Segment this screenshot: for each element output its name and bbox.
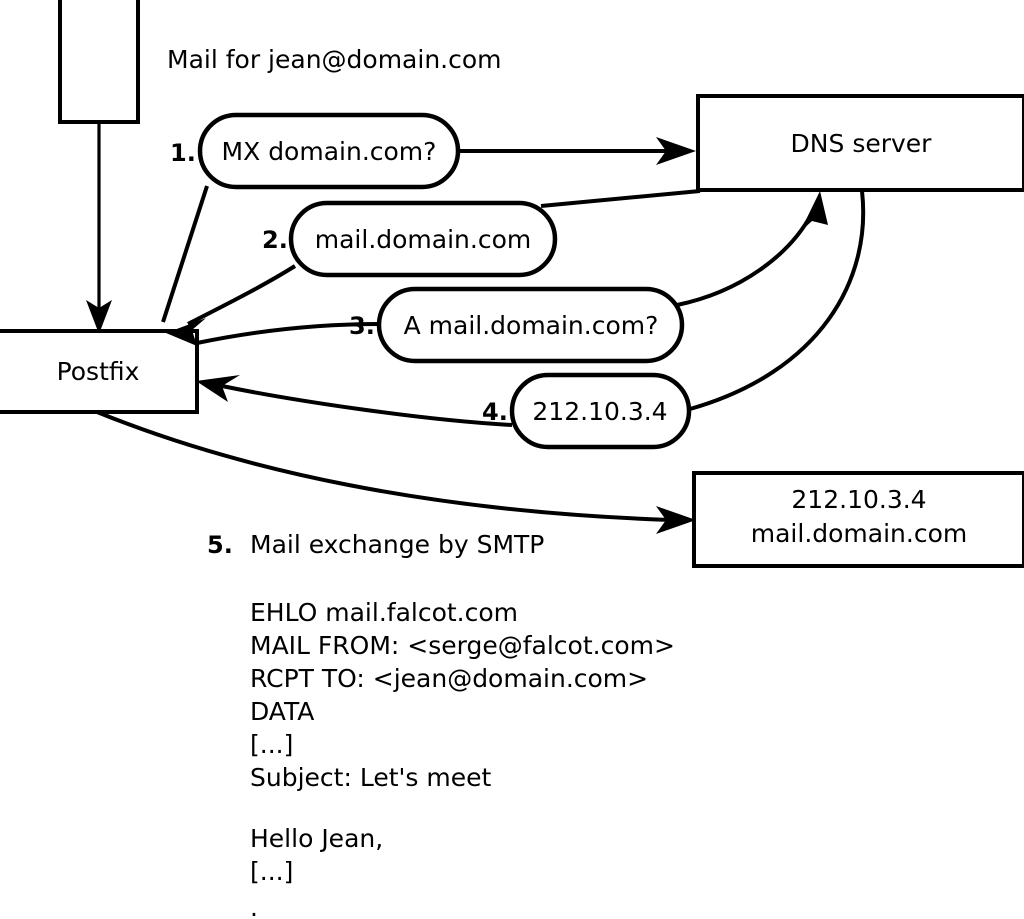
arrowhead-step3-to-dns — [800, 191, 828, 232]
destination-ip-label: 212.10.3.4 — [791, 485, 926, 514]
step-5-number: 5. — [207, 531, 233, 559]
edge-postfix-to-destination — [96, 410, 673, 522]
arrowhead-step2-to-postfix — [166, 318, 206, 346]
mail-for-caption: Mail for jean@domain.com — [167, 45, 502, 74]
edge-step4-to-postfix — [221, 384, 513, 427]
smtp-line-8: [...] — [250, 857, 293, 886]
step-4-bubble — [509, 372, 692, 450]
step-3-label: A mail.domain.com? — [404, 311, 659, 340]
smtp-line-2: RCPT TO: <jean@domain.com> — [250, 664, 648, 693]
destination-server-node — [692, 471, 1024, 568]
step-4-label: 212.10.3.4 — [532, 397, 667, 426]
dns-server-node — [696, 94, 1024, 192]
postfix-node — [0, 329, 199, 414]
postfix-node-label: Postfix — [57, 357, 140, 386]
smtp-line-3: DATA — [250, 697, 314, 726]
source-mailbox-node — [58, 0, 140, 124]
arrowhead-step1-to-dns — [656, 137, 696, 165]
step-2-number: 2. — [262, 226, 288, 254]
arrowhead-source-to-postfix — [86, 300, 112, 334]
edge-step2-to-postfix — [187, 264, 297, 326]
smtp-line-4: [...] — [250, 730, 293, 759]
smtp-line-1: MAIL FROM: <serge@falcot.com> — [250, 631, 675, 660]
edge-step3-to-dns — [676, 212, 814, 307]
edge-dns-to-step4 — [689, 190, 866, 411]
edge-postfix-to-step3 — [196, 322, 380, 345]
step-2-bubble — [288, 200, 558, 278]
step-1-label: MX domain.com? — [222, 137, 437, 166]
step-1-number: 1. — [170, 139, 196, 167]
step-4-number: 4. — [482, 398, 508, 426]
smtp-line-5: Subject: Let's meet — [250, 763, 491, 792]
edge-dns-to-step2 — [540, 189, 701, 208]
arrowhead-step4-to-postfix — [196, 375, 240, 402]
destination-host-label: mail.domain.com — [751, 519, 967, 548]
smtp-line-7: Hello Jean, — [250, 824, 383, 853]
step-1-bubble — [197, 112, 461, 190]
smtp-line-0: EHLO mail.falcot.com — [250, 598, 518, 627]
step-3-bubble — [376, 286, 685, 364]
arrowhead-postfix-to-destination — [656, 506, 696, 534]
step-2-label: mail.domain.com — [315, 225, 531, 254]
step-5-label: Mail exchange by SMTP — [250, 530, 544, 559]
step-3-number: 3. — [349, 312, 375, 340]
edge-step1-from-postfix — [161, 185, 209, 323]
smtp-line-10: . — [250, 893, 258, 919]
dns-server-node-label: DNS server — [791, 129, 933, 158]
